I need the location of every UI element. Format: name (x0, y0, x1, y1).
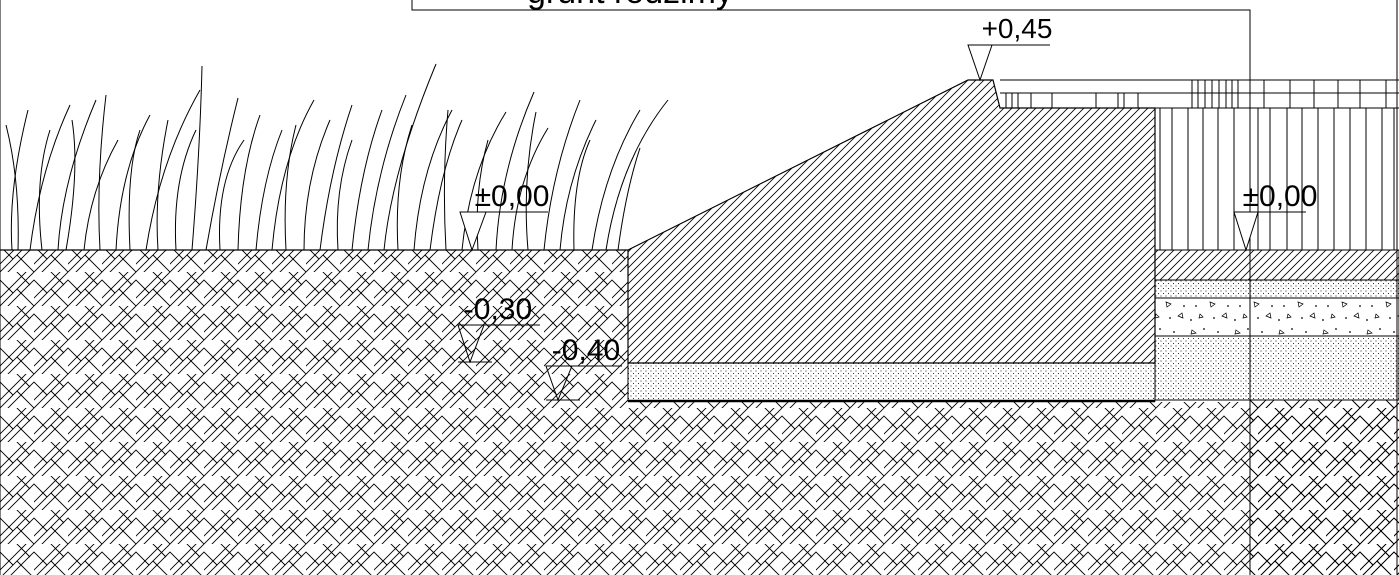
native-soil-right-strip (1250, 400, 1399, 575)
concrete-curb (627, 79, 1156, 364)
level-marker-minus-040: -0,40 (545, 334, 622, 402)
deck-top (1000, 79, 1399, 109)
level-marker-ground-left: ±0,00 (459, 180, 550, 252)
level-marker-ground-right: ±0,00 (1233, 180, 1318, 252)
level-marker-curb: +0,45 (967, 13, 1053, 82)
level-label-minus-040: -0,40 (552, 334, 620, 367)
top-label: grunt rodzimy (527, 0, 733, 11)
level-marker-minus-030: -0,30 (457, 293, 540, 364)
grass (5, 63, 669, 251)
level-label-curb: +0,45 (982, 13, 1053, 44)
wooden-planks (1155, 108, 1399, 251)
level-label-minus-030: -0,30 (464, 293, 532, 326)
pavement-layers (1154, 249, 1399, 401)
level-label-ground-left: ±0,00 (475, 180, 550, 213)
sand-bedding (627, 362, 1156, 402)
level-label-ground-right: ±0,00 (1243, 180, 1318, 213)
